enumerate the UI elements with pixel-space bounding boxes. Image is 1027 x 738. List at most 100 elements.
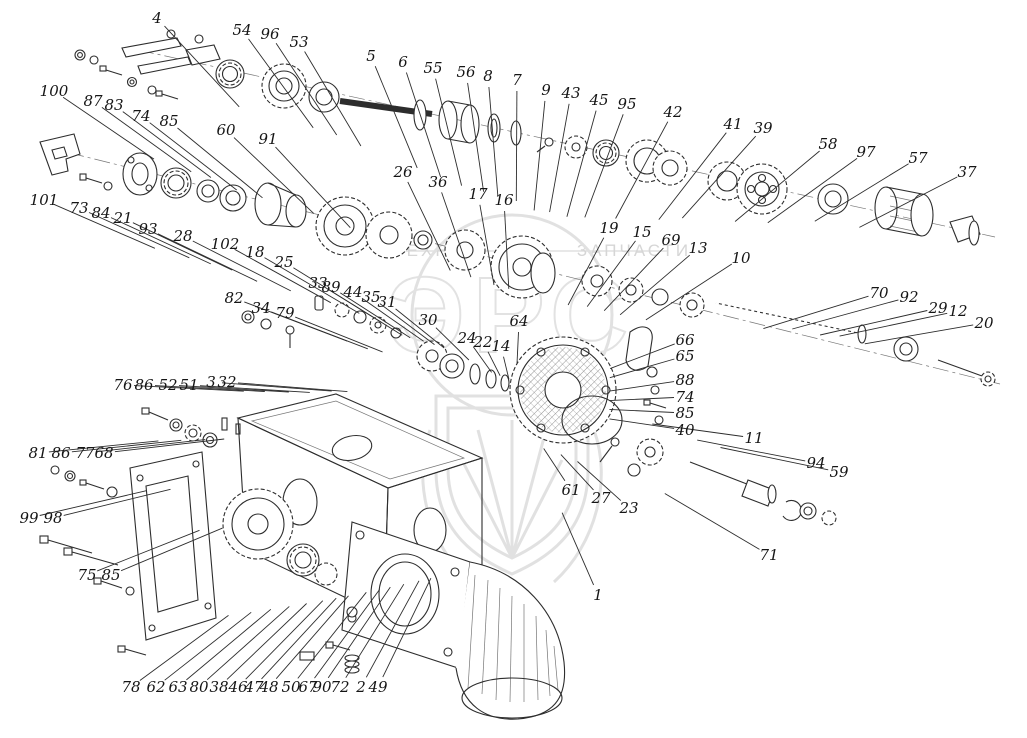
- leader-line: [345, 583, 405, 678]
- leader-line: [382, 578, 432, 678]
- leader-line: [435, 78, 463, 186]
- part-callout-29: 29: [928, 299, 948, 317]
- part-callout-24: 24: [457, 329, 477, 347]
- leader-line: [441, 192, 472, 278]
- part-callout-86: 86: [134, 376, 154, 394]
- part-callout-66: 66: [675, 331, 695, 349]
- leader-line: [487, 351, 501, 376]
- leader-line: [63, 488, 171, 516]
- part-callout-85: 85: [159, 112, 179, 130]
- leader-line: [516, 331, 519, 364]
- part-callout-64: 64: [509, 312, 529, 330]
- part-callout-67: 67: [298, 678, 318, 696]
- leader-line: [53, 203, 156, 249]
- leader-line: [110, 217, 211, 265]
- part-callout-89: 89: [321, 278, 341, 296]
- part-callout-78: 78: [121, 678, 141, 696]
- part-callout-30: 30: [418, 311, 438, 329]
- leader-line: [379, 303, 435, 345]
- part-callout-49: 49: [368, 678, 388, 696]
- leader-line: [839, 312, 948, 337]
- leader-line: [264, 257, 360, 314]
- part-callout-7: 7: [512, 71, 522, 89]
- part-callout-81: 81: [28, 444, 48, 462]
- leader-line: [71, 439, 182, 453]
- leader-line: [503, 356, 510, 380]
- part-callout-40: 40: [675, 421, 695, 439]
- part-callout-85: 85: [101, 566, 121, 584]
- part-callout-20: 20: [974, 314, 994, 332]
- leader-line: [697, 439, 806, 462]
- leader-line: [504, 210, 510, 289]
- part-callout-15: 15: [632, 223, 652, 241]
- leader-line: [549, 103, 570, 213]
- part-callout-50: 50: [281, 678, 301, 696]
- leader-line: [245, 600, 324, 680]
- part-callout-97: 97: [856, 143, 876, 161]
- leader-line: [645, 263, 733, 321]
- part-callout-73: 73: [69, 199, 89, 217]
- part-callout-34: 34: [251, 299, 271, 317]
- leader-line: [407, 181, 451, 271]
- leader-line: [327, 288, 403, 336]
- part-callout-101: 101: [29, 191, 59, 209]
- leader-line: [139, 615, 229, 681]
- leader-line: [206, 606, 290, 681]
- leader-line: [154, 385, 265, 392]
- part-callout-65: 65: [675, 347, 695, 365]
- leader-line: [101, 107, 192, 173]
- part-callout-102: 102: [210, 235, 240, 253]
- part-callout-57: 57: [908, 149, 928, 167]
- leader-line: [859, 176, 958, 228]
- part-callout-61: 61: [561, 481, 581, 499]
- part-callout-37: 37: [957, 163, 977, 181]
- leader-line: [275, 595, 349, 679]
- leader-line: [405, 72, 442, 178]
- part-callout-88: 88: [675, 371, 695, 389]
- part-callout-100: 100: [39, 82, 69, 100]
- part-callout-27: 27: [591, 489, 611, 507]
- leader-line: [577, 461, 622, 501]
- leader-line: [192, 240, 292, 292]
- part-callout-23: 23: [619, 499, 639, 517]
- part-callout-51: 51: [179, 376, 199, 394]
- leader-line: [543, 448, 566, 482]
- part-callout-91: 91: [258, 130, 278, 148]
- part-callout-71: 71: [759, 546, 779, 564]
- leader-line: [275, 42, 338, 136]
- leader-line: [814, 163, 909, 222]
- leader-line: [435, 327, 470, 361]
- part-callout-74: 74: [675, 388, 695, 406]
- leader-line: [374, 66, 418, 169]
- leader-line: [199, 385, 310, 393]
- part-callout-11: 11: [744, 429, 764, 447]
- leader-line: [178, 385, 289, 393]
- leader-line: [584, 114, 624, 218]
- part-callout-19: 19: [599, 219, 619, 237]
- part-callout-53: 53: [289, 33, 309, 51]
- part-callout-31: 31: [377, 293, 397, 311]
- part-callout-17: 17: [468, 185, 488, 203]
- part-callout-95: 95: [617, 95, 637, 113]
- leader-line: [619, 254, 690, 316]
- part-callout-99: 99: [19, 509, 39, 527]
- leader-line: [226, 603, 307, 680]
- part-callout-75: 75: [77, 566, 97, 584]
- left-fasteners: [39, 407, 241, 656]
- part-callout-8: 8: [483, 67, 493, 85]
- leader-line: [340, 292, 411, 339]
- leader-line: [763, 295, 869, 330]
- part-callout-12: 12: [948, 302, 968, 320]
- leader-line: [304, 51, 362, 147]
- leader-line: [261, 597, 337, 680]
- part-callout-52: 52: [158, 376, 178, 394]
- leader-line: [609, 418, 675, 429]
- part-callout-80: 80: [189, 678, 209, 696]
- part-callout-83: 83: [104, 96, 124, 114]
- part-callout-85: 85: [675, 404, 695, 422]
- leader-line: [365, 580, 420, 678]
- leader-line: [681, 135, 757, 219]
- leader-line: [792, 299, 899, 330]
- part-callout-69: 69: [661, 231, 681, 249]
